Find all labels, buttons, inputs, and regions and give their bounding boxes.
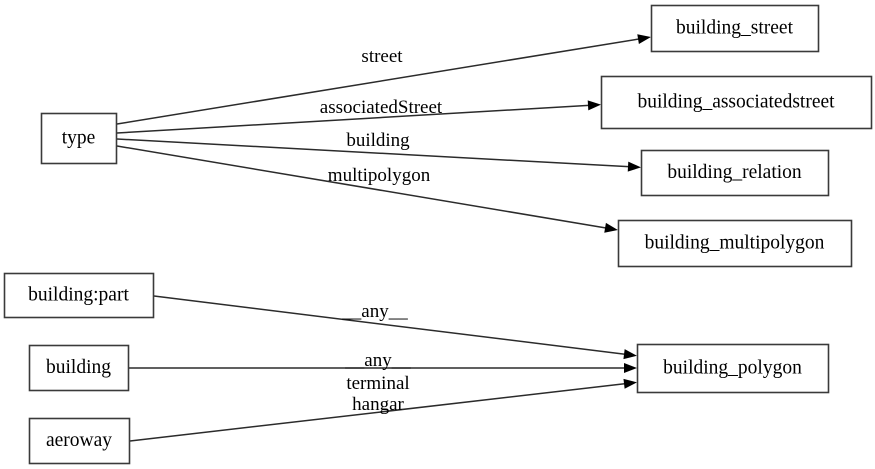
node-box[interactable] bbox=[617, 219, 853, 268]
node-label: type bbox=[62, 127, 96, 148]
graph-node-building_relation[interactable]: building_relation bbox=[640, 149, 830, 197]
node-label: building bbox=[46, 357, 111, 378]
edge-label-type-building: building bbox=[346, 130, 410, 151]
graph-node-aeroway[interactable]: aeroway bbox=[28, 417, 131, 465]
node-box[interactable] bbox=[640, 149, 830, 197]
node-box[interactable] bbox=[40, 112, 118, 165]
edge-label-building-any: __any__ bbox=[344, 350, 411, 371]
edges-layer bbox=[116, 34, 651, 442]
node-label: building_associatedstreet bbox=[637, 91, 835, 112]
graph-node-building[interactable]: building bbox=[28, 344, 130, 392]
graph-node-building_multipolygon[interactable]: building_multipolygon bbox=[617, 219, 853, 268]
node-box[interactable] bbox=[636, 343, 830, 394]
edge-label-aeroway-terminal-hangar-0: terminal bbox=[346, 373, 409, 394]
node-label: building_multipolygon bbox=[645, 232, 825, 253]
graph-node-building_polygon[interactable]: building_polygon bbox=[636, 343, 830, 394]
graph-node-building_street[interactable]: building_street bbox=[650, 4, 820, 53]
graph-node-building_associatedstreet[interactable]: building_associatedstreet bbox=[600, 75, 873, 130]
nodes-layer: type building_street building_associatedst… bbox=[3, 4, 873, 465]
node-box[interactable] bbox=[650, 4, 820, 53]
graph-edge-type-multipolygon bbox=[116, 145, 618, 233]
graph-node-building_part[interactable]: building:part bbox=[3, 272, 155, 319]
edge-label-type-associatedstreet: associatedStreet bbox=[320, 97, 443, 118]
edge-label-aeroway-terminal-hangar-1: hangar bbox=[352, 394, 404, 415]
edge-arrowhead bbox=[627, 161, 641, 172]
edge-line bbox=[116, 145, 613, 230]
node-label: aeroway bbox=[46, 430, 112, 451]
edge-arrowhead bbox=[623, 349, 637, 360]
graph-edge-aeroway-terminal-hangar bbox=[129, 378, 637, 442]
edge-line bbox=[116, 138, 636, 168]
edge-label-buildingpart-any: __any__ bbox=[341, 301, 408, 322]
edge-arrowhead bbox=[624, 363, 637, 373]
edge-line bbox=[116, 37, 646, 125]
edge-labels-layer: street associatedStreet building multipolyg… bbox=[320, 46, 443, 415]
node-label: building_street bbox=[676, 17, 794, 38]
edge-arrowhead bbox=[587, 100, 601, 111]
edge-line bbox=[153, 295, 632, 356]
edge-line bbox=[129, 382, 632, 442]
edge-arrowhead bbox=[604, 222, 618, 233]
edge-label-type-multipolygon: multipolygon bbox=[328, 165, 431, 186]
node-label: building_relation bbox=[667, 162, 802, 183]
graph-edge-buildingpart-any bbox=[153, 295, 637, 360]
node-box[interactable] bbox=[28, 417, 131, 465]
graph-edge-type-street bbox=[116, 34, 651, 125]
node-box[interactable] bbox=[3, 272, 155, 319]
edge-label-type-street: street bbox=[361, 46, 403, 67]
node-box[interactable] bbox=[28, 344, 130, 392]
node-label: building_polygon bbox=[663, 357, 802, 378]
edge-line bbox=[116, 104, 596, 134]
node-label: building:part bbox=[28, 284, 129, 305]
graph-edge-type-associatedstreet bbox=[116, 100, 601, 134]
graph-edge-type-building bbox=[116, 138, 641, 172]
node-box[interactable] bbox=[600, 75, 873, 130]
graph-edge-building-any bbox=[129, 363, 637, 373]
edge-arrowhead bbox=[623, 378, 637, 389]
edge-arrowhead bbox=[637, 34, 651, 45]
graph-node-type[interactable]: type bbox=[40, 112, 118, 165]
